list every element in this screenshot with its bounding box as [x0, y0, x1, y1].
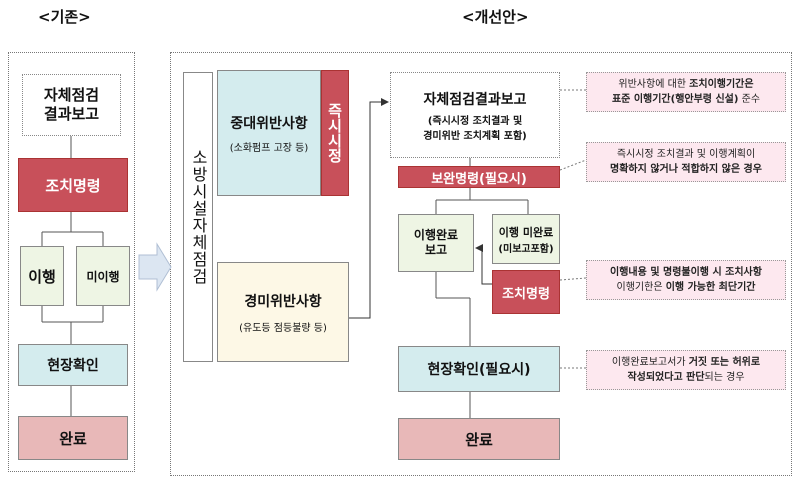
improved-done-box: 완료 [398, 418, 560, 460]
existing-inspect-box: 현장확인 [18, 344, 128, 386]
existing-order-box: 조치명령 [18, 158, 128, 212]
transition-arrow-icon [138, 242, 172, 292]
improved-report-box: 자체점검결과보고 (즉시시정 조치결과 및 경미위반 조치계획 포함) [390, 72, 560, 158]
improved-order-box: 조치명령 [492, 270, 560, 314]
existing-comply-box: 이행 [20, 246, 64, 306]
existing-done-box: 완료 [18, 416, 128, 460]
incomplete-box: 이행 미완료 (미보고포함) [492, 214, 560, 264]
note-false-report: 이행완료보고서가 거짓 또는 허위로 작성되었다고 판단되는 경우 [586, 350, 786, 390]
title-improved: <개선안> [462, 8, 529, 26]
title-existing: <기존> [38, 8, 91, 26]
immediate-fix-box: 즉시시정 [321, 70, 349, 196]
existing-frame [8, 52, 135, 472]
note-unclear-plan: 즉시시정 조치결과 및 이행계획이 명확하지 않거나 적합하지 않은 경우 [586, 142, 786, 182]
improved-frame [170, 52, 792, 476]
note-shortest-period: 이행내용 및 명령불이행 시 조치사항 이행기한은 이행 가능한 최단기간 [586, 260, 786, 300]
note-standard-period: 위반사항에 대한 조치이행기간은 표준 이행기간(행안부령 신설) 준수 [586, 72, 786, 112]
existing-noncomply-box: 미이행 [76, 246, 130, 306]
self-inspection-vertical-label: 소방시설자체점검 [183, 72, 213, 362]
major-violation-box: 중대위반사항 (소화펌프 고장 등) [217, 70, 321, 196]
improved-inspect-box: 현장확인(필요시) [398, 346, 560, 392]
minor-violation-box: 경미위반사항 (유도등 점등불량 등) [217, 262, 349, 362]
completion-report-box: 이행완료 보고 [398, 214, 474, 272]
supplement-order-box: 보완명령(필요시) [398, 166, 560, 188]
existing-report-box: 자체점검 결과보고 [22, 74, 121, 136]
